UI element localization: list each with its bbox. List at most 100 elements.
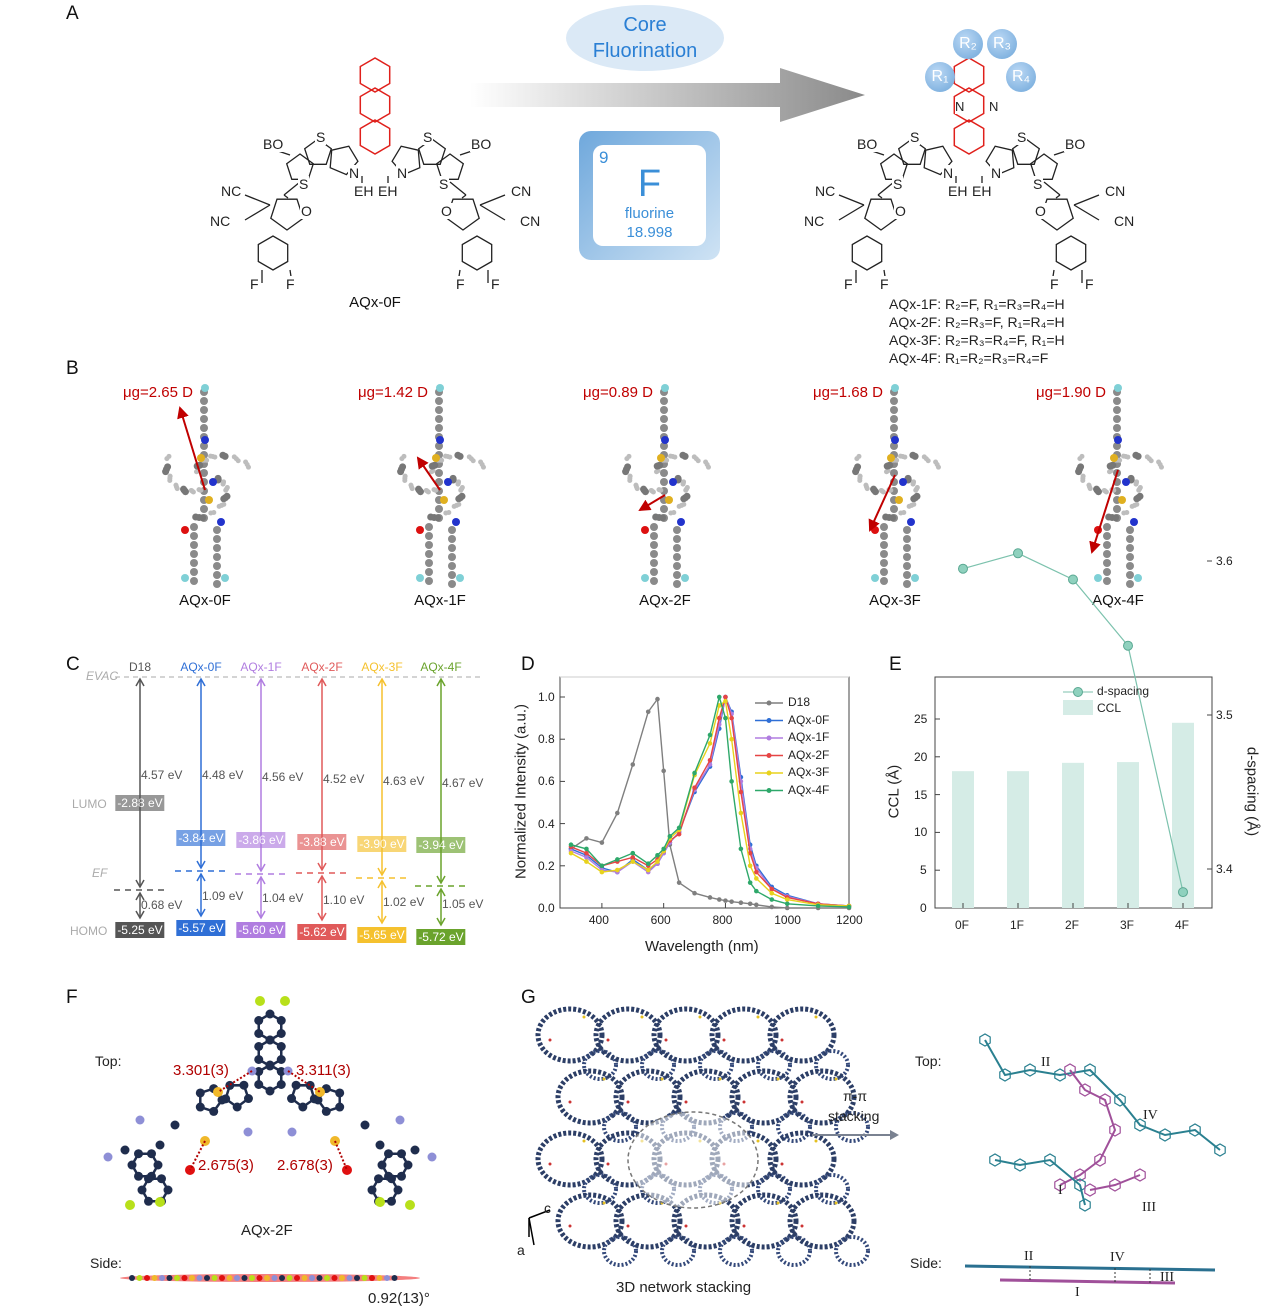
nitrogen-atom [243, 1127, 253, 1137]
y-tick-label: 10 [914, 825, 928, 840]
ring [1094, 1153, 1106, 1167]
data-point [747, 880, 753, 885]
bond [244, 204, 271, 221]
carbon-atom [880, 541, 888, 549]
carbon-atom [650, 550, 658, 558]
atom [375, 1140, 385, 1150]
atom [346, 1275, 353, 1281]
atom [852, 468, 860, 476]
carbon-atom [673, 535, 681, 543]
atom [387, 1196, 396, 1206]
atom-label: O [440, 203, 453, 219]
atom [1080, 477, 1086, 483]
contact-line [217, 1070, 253, 1093]
data-point [747, 901, 753, 907]
atom [1106, 469, 1112, 475]
lumo-value: -3.84 eV [176, 830, 226, 846]
oxygen-atom [606, 1162, 610, 1166]
molecule-chain [1089, 1174, 1141, 1191]
carbon-atom [448, 544, 456, 552]
gap-value: 1.10 eV [323, 893, 365, 907]
legend-label: AQx-2F [788, 747, 830, 762]
carbon-atom [200, 415, 208, 423]
carbon-atom [650, 532, 658, 540]
atom [195, 1102, 205, 1112]
oxygen-atom [722, 1038, 726, 1042]
atom [1121, 453, 1127, 459]
sulfur-atom [1110, 454, 1118, 462]
fluorine-atom [582, 1015, 586, 1019]
carbon-atom [650, 541, 658, 549]
data-point [729, 715, 734, 721]
bond [1043, 181, 1061, 196]
data-point [729, 899, 734, 904]
molecule-chain [1059, 1069, 1117, 1186]
bond [1055, 194, 1061, 199]
dipole-arrow [638, 494, 666, 512]
arrowhead [196, 908, 206, 918]
pyrrole-ring [923, 145, 953, 176]
atom [914, 485, 920, 491]
atom [217, 1095, 227, 1105]
ring [999, 1068, 1011, 1082]
roman-label: II [1041, 1055, 1051, 1070]
data-point [784, 901, 790, 907]
carbon-atom [903, 535, 911, 543]
ring [1134, 1118, 1146, 1132]
fluorine-atom [756, 1139, 760, 1143]
x-tick-label: 600 [650, 913, 671, 927]
oxygen-atom [780, 1038, 784, 1042]
d-spacing-point [1178, 887, 1188, 898]
sulfur-atom [440, 496, 448, 504]
oxygen-atom [568, 1224, 572, 1228]
data-point [584, 836, 589, 841]
x-tick-label: 1000 [774, 913, 801, 927]
thiophene-ring [303, 138, 333, 165]
fluorine-atom [436, 384, 444, 392]
atom-label: EH [377, 183, 399, 199]
data-point [615, 867, 620, 873]
atom [301, 1275, 308, 1281]
molecular-ring [718, 1235, 754, 1267]
fluorine-atom [640, 1015, 644, 1019]
carbon-atom [903, 571, 911, 579]
distance-label: 3.311(3) [296, 1062, 351, 1079]
atom [921, 454, 927, 460]
molecule-name: AQx-1F [414, 592, 466, 609]
panel-label-d: D [521, 654, 535, 675]
legend-line: AQx-2F: R₂=R₃=F, R₁=R₄=H [889, 314, 1065, 330]
atom-label: BO [856, 136, 879, 152]
atom [254, 1016, 264, 1025]
atom [454, 451, 462, 459]
dipole-value: μg=1.68 D [813, 384, 883, 401]
ring [1114, 1093, 1126, 1107]
data-point [584, 846, 589, 852]
y-tick-label: 0.8 [538, 732, 555, 747]
atom [1077, 456, 1083, 462]
carbon-atom [673, 562, 681, 570]
fluorine-atom [602, 1201, 606, 1205]
difluorobenzene-ring [1055, 235, 1087, 271]
nitrogen-atom [209, 478, 217, 486]
y-tick-label: 25 [914, 712, 928, 726]
carbon-atom [660, 505, 668, 513]
ring [1074, 1168, 1086, 1182]
ring-nitrogen-label: N [989, 99, 999, 114]
carbon-atom [425, 568, 433, 576]
atomic-number: 9 [599, 148, 609, 167]
roman-label: III [1142, 1200, 1156, 1215]
atom [219, 451, 227, 459]
molecular-ring [555, 1192, 625, 1250]
y-tick-label: 0 [920, 901, 927, 915]
atom [387, 1174, 396, 1184]
atom [127, 1160, 137, 1170]
legend-label: d-spacing [1097, 684, 1150, 698]
atom [857, 477, 863, 483]
fluorine-atom [891, 384, 899, 392]
atom-label: F [455, 276, 466, 292]
molecular-ring [834, 1235, 870, 1267]
atom [1106, 462, 1114, 470]
bond [479, 194, 506, 206]
carbon-atom [190, 559, 198, 567]
